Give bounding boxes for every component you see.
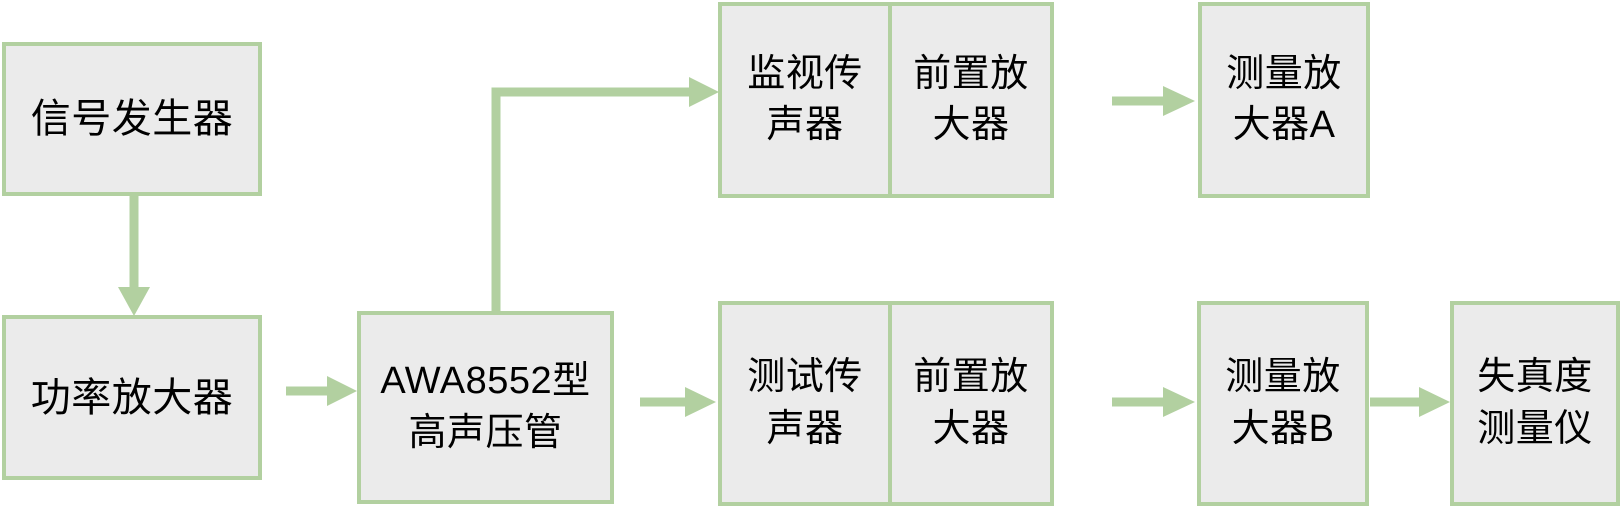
node-label-line: 大器: [932, 104, 1010, 146]
node-test-microphone[interactable]: 测试传 声器: [718, 301, 888, 506]
node-label-line: 大器B: [1231, 407, 1335, 450]
node-label-line: 测试传: [747, 356, 863, 399]
connector-signal-generator-to-power-amplifier: [110, 194, 158, 318]
node-label-line: 失真度: [1477, 356, 1593, 399]
node-measuring-amp-a[interactable]: 测量放 大器A: [1198, 2, 1370, 198]
node-power-amplifier[interactable]: 功率放大器: [2, 315, 262, 480]
node-label-line: 信号发生器: [30, 97, 234, 141]
node-label-line: 高声压管: [408, 411, 563, 454]
node-label-line: AWA8552型: [380, 360, 591, 403]
connector-preamplifier-top-to-measuring-amp-a: [1056, 78, 1200, 124]
node-label-line: 声器: [766, 104, 844, 146]
node-label-line: 大器: [932, 407, 1010, 450]
node-label-line: 声器: [766, 407, 844, 450]
connector-measuring-amp-b-to-distortion-meter: [1368, 379, 1454, 425]
node-label-line: 大器A: [1232, 104, 1336, 146]
node-label-line: 测量放: [1225, 356, 1341, 399]
node-preamplifier-top[interactable]: 前置放 大器: [888, 2, 1054, 198]
node-awa8552-tube[interactable]: AWA8552型 高声压管: [357, 311, 614, 504]
connector-power-amplifier-to-awa8552: [264, 368, 360, 414]
node-label-line: 前置放: [913, 52, 1029, 95]
connector-awa8552-to-monitor-microphone: [470, 77, 726, 314]
node-preamplifier-bottom[interactable]: 前置放 大器: [888, 301, 1054, 506]
node-label-line: 测量放: [1226, 52, 1342, 95]
connector-awa8552-to-test-microphone: [616, 379, 720, 425]
node-distortion-meter[interactable]: 失真度 测量仪: [1450, 301, 1620, 506]
node-label-line: 测量仪: [1477, 407, 1593, 450]
node-monitor-microphone[interactable]: 监视传 声器: [718, 2, 888, 198]
node-measuring-amp-b[interactable]: 测量放 大器B: [1197, 301, 1369, 506]
node-label-line: 前置放: [913, 356, 1029, 399]
node-signal-generator[interactable]: 信号发生器: [2, 42, 262, 196]
node-label-line: 功率放大器: [30, 375, 234, 420]
connector-preamplifier-bottom-to-measuring-amp-b: [1056, 379, 1200, 425]
node-label-line: 监视传: [747, 52, 863, 95]
